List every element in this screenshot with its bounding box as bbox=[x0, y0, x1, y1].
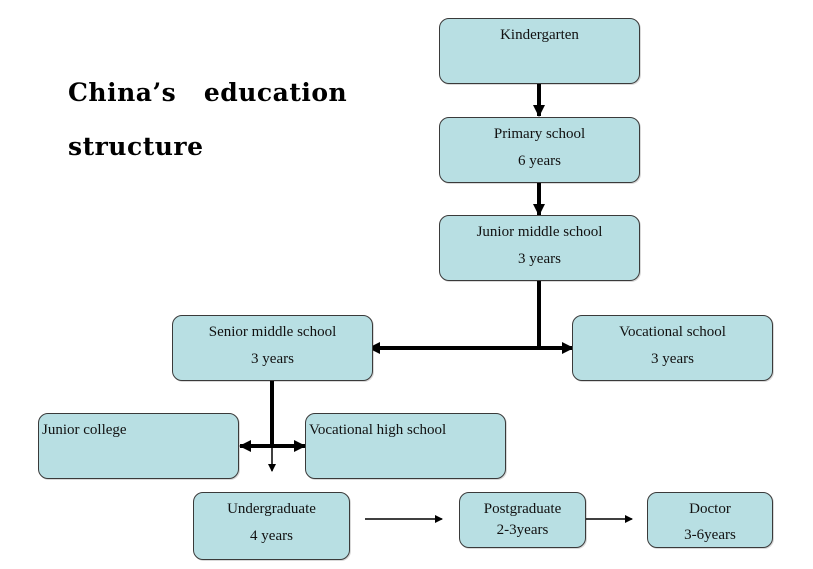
node-postgraduate: Postgraduate 2-3years bbox=[459, 492, 586, 548]
node-vocational-high-school: Vocational high school bbox=[305, 413, 506, 479]
node-label: Postgraduate bbox=[483, 501, 562, 517]
node-duration: 3-6years bbox=[684, 527, 736, 543]
node-undergraduate: Undergraduate 4 years bbox=[193, 492, 350, 560]
node-label: Senior middle school bbox=[208, 324, 337, 340]
node-duration: 4 years bbox=[250, 528, 293, 544]
node-vocational-school: Vocational school 3 years bbox=[572, 315, 773, 381]
node-primary-school: Primary school 6 years bbox=[439, 117, 640, 183]
diagram-title-line-1: China’s education bbox=[68, 78, 348, 107]
node-label: Vocational school bbox=[619, 324, 726, 340]
node-label: Undergraduate bbox=[227, 501, 316, 517]
node-duration: 6 years bbox=[518, 153, 561, 169]
node-label: Vocational high school bbox=[309, 422, 447, 438]
diagram-title-line-2: structure bbox=[68, 132, 204, 161]
node-label: Doctor bbox=[689, 501, 731, 517]
node-label: Primary school bbox=[493, 126, 586, 142]
node-doctor: Doctor 3-6years bbox=[647, 492, 773, 548]
node-senior-middle-school: Senior middle school 3 years bbox=[172, 315, 373, 381]
node-kindergarten: Kindergarten bbox=[439, 18, 640, 84]
node-duration: 3 years bbox=[518, 251, 561, 267]
node-duration: 2-3years bbox=[496, 522, 549, 538]
node-duration: 3 years bbox=[651, 351, 694, 367]
node-junior-college: Junior college bbox=[38, 413, 239, 479]
node-label: Junior middle school bbox=[476, 224, 603, 240]
node-label: Junior college bbox=[42, 422, 127, 438]
node-duration: 3 years bbox=[251, 351, 294, 367]
node-label: Kindergarten bbox=[500, 27, 579, 43]
node-junior-middle-school: Junior middle school 3 years bbox=[439, 215, 640, 281]
